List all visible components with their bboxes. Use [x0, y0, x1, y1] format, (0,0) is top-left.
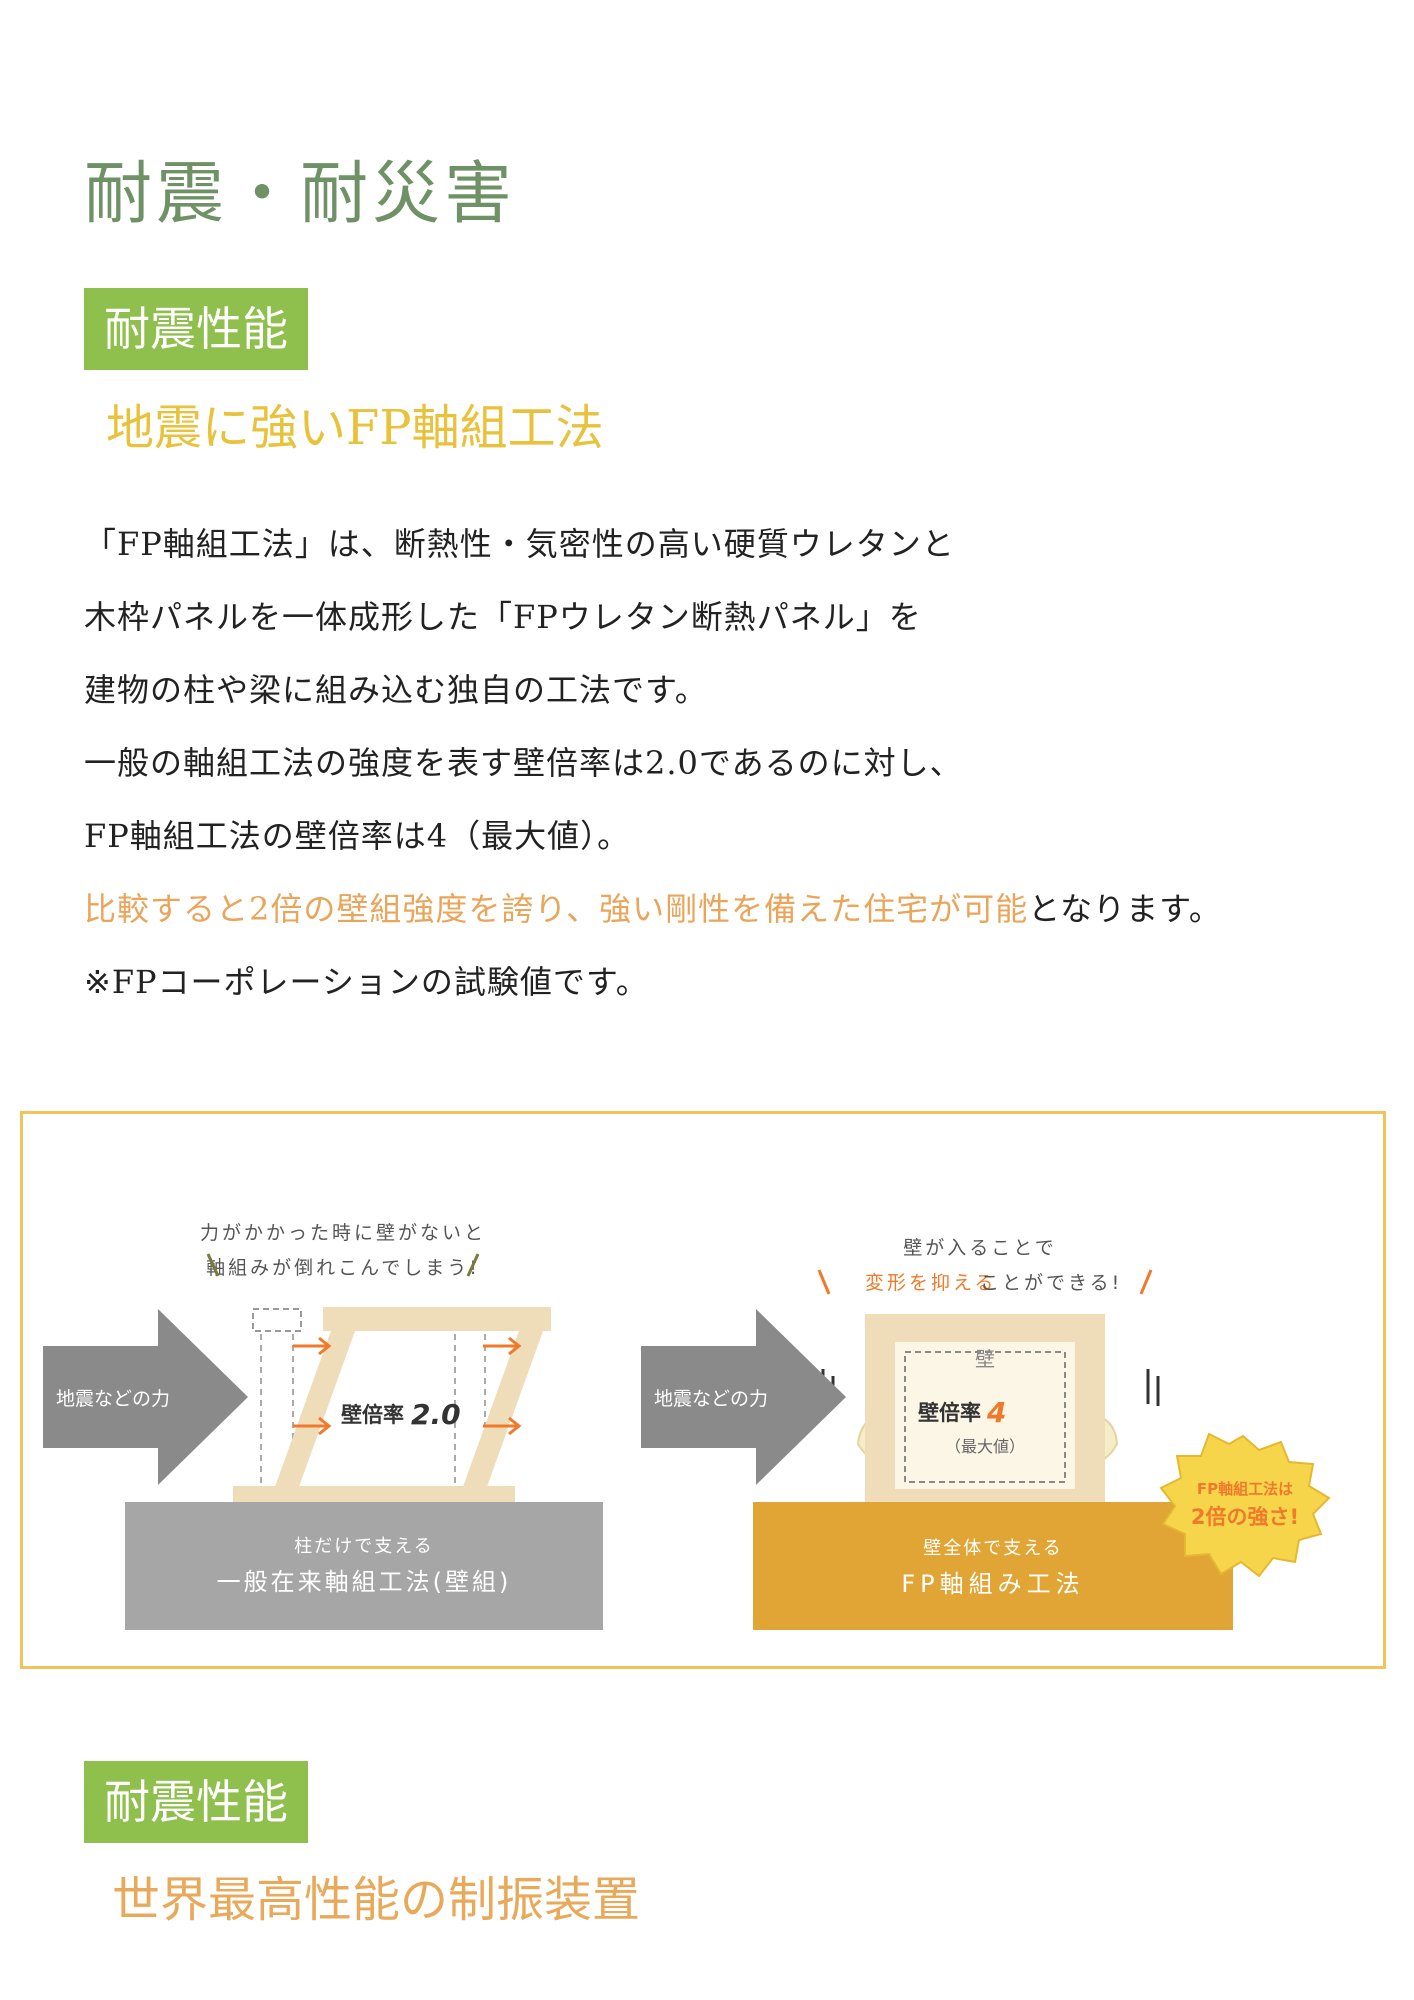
right-panel: 壁が入ることで 変形を抑える ことができる! 壁 壁倍率 4 [641, 1237, 1331, 1630]
leaning-post [267, 1331, 355, 1509]
highlight-text: 比較すると2倍の壁組強度を誇り、強い剛性を備えた住宅が可能 [84, 890, 1029, 928]
force-arrow-icon [43, 1309, 248, 1485]
leaning-post [455, 1331, 543, 1509]
left-ratio-label: 壁倍率 [341, 1403, 404, 1427]
burst-line2: 2倍の強さ! [1191, 1505, 1299, 1529]
right-force-label: 地震などの力 [654, 1388, 768, 1410]
left-caption-tick [466, 1253, 480, 1277]
section-heading: 地震に強いFP軸組工法 [106, 400, 604, 456]
dashed-beam [252, 1308, 302, 1332]
page-title: 耐震・耐災害 [84, 155, 517, 234]
section-tag: 耐震性能 [84, 288, 308, 370]
right-caption-rest: ことができる! [980, 1272, 1122, 1294]
body-text: 「FP軸組工法」は、断熱性・気密性の高い硬質ウレタンと 木枠パネルを一体成形した… [84, 508, 1222, 1019]
left-panel: 力がかかった時に壁がないと 軸組みが倒れこんでしまう! 壁倍率 [43, 1222, 603, 1630]
fp-post [1075, 1342, 1105, 1512]
highlight-rest: となります。 [1028, 890, 1222, 928]
left-base-line2: 一般在来軸組工法(壁組) [217, 1568, 512, 1596]
left-caption-line1: 力がかかった時に壁がないと [200, 1222, 486, 1244]
body-line: 一般の軸組工法の強度を表す壁倍率は2.0であるのに対し、 [84, 744, 963, 782]
body-line: 建物の柱や梁に組み込む独自の工法です。 [84, 671, 708, 709]
left-base-line1: 柱だけで支える [294, 1536, 433, 1557]
right-base-line1: 壁全体で支える [923, 1538, 1062, 1559]
top-beam [323, 1307, 551, 1331]
left-caption-tick [206, 1253, 220, 1277]
force-arrows [293, 1336, 522, 1436]
body-line: 木枠パネルを一体成形した「FPウレタン断熱パネル」を [84, 598, 922, 636]
right-caption-tick [1139, 1269, 1153, 1295]
fp-wall-dashed [904, 1351, 1066, 1483]
body-line: 「FP軸組工法」は、断熱性・気密性の高い硬質ウレタンと [84, 525, 955, 563]
left-base [125, 1502, 603, 1630]
force-arrow-icon [641, 1309, 846, 1485]
fp-wall-panel [895, 1342, 1075, 1492]
right-ratio-value: 4 [986, 1396, 1006, 1429]
right-base [753, 1502, 1233, 1630]
left-ratio-value: 2.0 [411, 1398, 461, 1431]
right-caption-line1: 壁が入ることで [903, 1237, 1056, 1259]
body-line: FP軸組工法の壁倍率は4（最大値）。 [84, 817, 631, 855]
right-ratio-note: （最大値） [945, 1437, 1025, 1456]
right-caption-tick [817, 1269, 831, 1295]
right-ratio-label: 壁倍率 [918, 1401, 981, 1425]
section-tag: 耐震性能 [84, 1761, 308, 1843]
left-force-label: 地震などの力 [56, 1388, 170, 1410]
right-caption-highlight: 変形を抑える [865, 1272, 996, 1294]
burst-badge [1159, 1432, 1331, 1578]
fp-top-beam [865, 1314, 1105, 1342]
left-caption-line2: 軸組みが倒れこんでしまう! [206, 1257, 480, 1279]
section-heading: 世界最高性能の制振装置 [112, 1872, 641, 1928]
burst-line1: FP軸組工法は [1197, 1480, 1293, 1498]
fp-post [865, 1342, 895, 1512]
diagram-box: 力がかかった時に壁がないと 軸組みが倒れこんでしまう! 壁倍率 [20, 1111, 1386, 1669]
body-line-highlight: 比較すると2倍の壁組強度を誇り、強い剛性を備えた住宅が可能となります。 [84, 873, 1222, 946]
wall-label: 壁 [975, 1347, 995, 1371]
right-base-line2: FP軸組み工法 [901, 1570, 1084, 1598]
body-note: ※FPコーポレーションの試験値です。 [84, 963, 649, 1001]
diagram-svg: 力がかかった時に壁がないと 軸組みが倒れこんでしまう! 壁倍率 [43, 1222, 1331, 1630]
